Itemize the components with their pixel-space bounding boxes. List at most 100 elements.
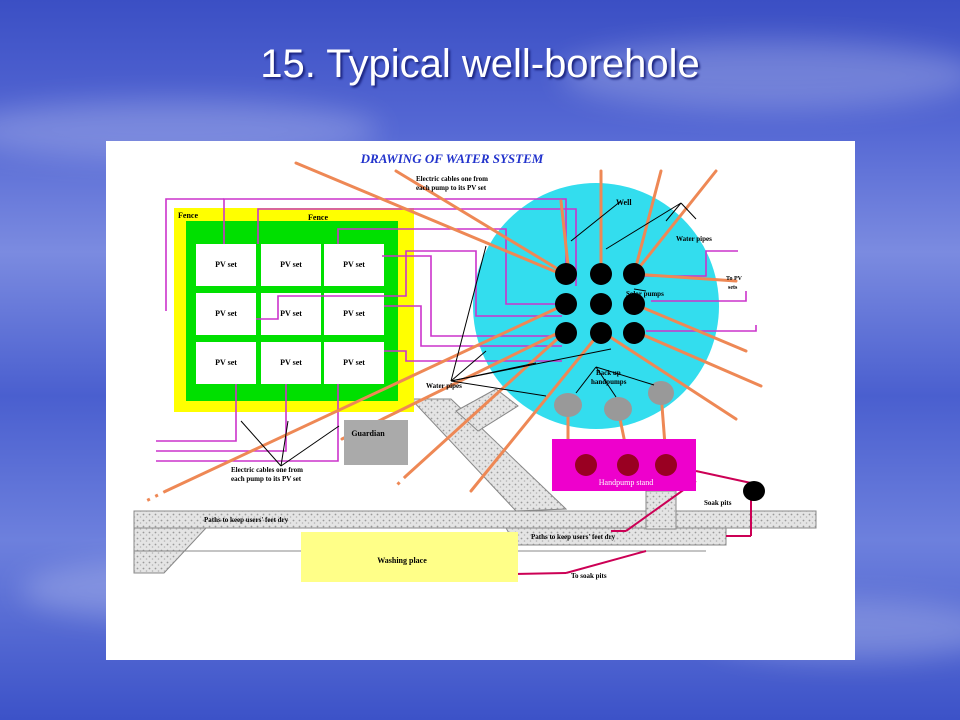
solar-pump <box>623 293 645 315</box>
drain-pipe <box>695 470 752 484</box>
walkway <box>645 490 677 530</box>
background-cloud <box>560 40 960 110</box>
electric-cable <box>646 325 757 332</box>
pv-set-label: PV set <box>343 309 365 318</box>
to-pv-label: sets <box>728 285 738 291</box>
backup-handpumps <box>554 381 674 421</box>
paths-left-label: Paths to keep users' feet dry <box>204 516 289 524</box>
water-pipe <box>632 169 663 276</box>
water-pipe <box>632 272 738 283</box>
backup-handpump <box>604 397 632 421</box>
soak-pits-label: Soak pits <box>704 499 732 507</box>
electric-cable <box>156 384 287 452</box>
water-pipe <box>164 302 568 493</box>
water-pipe <box>294 161 563 276</box>
solar-pump <box>555 263 577 285</box>
annotation-line <box>450 245 487 382</box>
water-pipe <box>394 169 568 276</box>
solar-pump <box>590 263 612 285</box>
guardian-label: Guardian <box>351 429 385 438</box>
to-pv-label: To PV <box>726 276 743 282</box>
pv-set-label: PV set <box>280 260 302 269</box>
annotation-line <box>575 366 597 394</box>
annotation-line <box>570 200 622 242</box>
to-soak-pits-label: To soak pits <box>571 572 607 580</box>
water-pipes-left-label: Water pipes <box>426 382 462 390</box>
handpump <box>575 454 597 476</box>
washing-place <box>301 532 518 582</box>
annotation-line <box>680 202 697 220</box>
electric-cable <box>165 198 224 311</box>
solar-pumps-label: Solar pumps <box>626 290 664 298</box>
cables-top-label: each pump to its PV set <box>416 184 487 192</box>
soak-pit <box>743 481 765 501</box>
pv-set-grid: PV set PV set PV set PV set PV set PV se… <box>196 244 384 384</box>
inner-fence-label: Fence <box>308 213 328 222</box>
annotation-line <box>605 202 682 250</box>
electric-cable <box>384 350 562 362</box>
solar-pump <box>623 322 645 344</box>
pv-set-label: PV set <box>215 309 237 318</box>
pv-set-label: PV set <box>280 358 302 367</box>
electric-cable <box>256 250 562 320</box>
walkway <box>455 388 519 432</box>
pipe-dash <box>145 489 167 503</box>
backup-handpump <box>554 393 582 417</box>
well-label: Well <box>616 198 632 207</box>
solar-pump <box>555 322 577 344</box>
diagram-heading: DRAWING OF WATER SYSTEM <box>360 151 544 166</box>
pv-set <box>196 244 256 286</box>
solar-pump <box>555 293 577 315</box>
pipe-dashes <box>145 474 408 503</box>
annotation-line <box>633 288 647 292</box>
electric-cable <box>337 228 562 305</box>
diagram-canvas: DRAWING OF WATER SYSTEM Fence Fence PV s… <box>133 151 817 582</box>
pv-set <box>261 293 321 335</box>
guardian-house <box>344 420 408 465</box>
electric-cable <box>384 305 562 347</box>
annotation-line <box>450 350 487 382</box>
solar-pumps <box>555 263 645 344</box>
slide-title: 15. Typical well-borehole <box>260 42 700 86</box>
solar-pump <box>590 322 612 344</box>
outer-fence-label: Fence <box>178 211 198 220</box>
backup-handpump <box>648 381 674 405</box>
cables-bottom-label: each pump to its PV set <box>231 475 302 483</box>
pv-set-label: PV set <box>280 309 302 318</box>
paths-right-label: Paths to keep users' feet dry <box>531 533 616 541</box>
annotation-line <box>280 420 289 467</box>
handpump-stand-label: Handpump stand <box>599 478 653 487</box>
solar-pump <box>590 293 612 315</box>
pv-set <box>196 293 256 335</box>
pv-set-label: PV set <box>343 358 365 367</box>
backup-label: handpumps <box>591 378 627 386</box>
water-pipe <box>599 329 738 421</box>
annotation-line <box>450 348 612 382</box>
walkway <box>409 398 568 512</box>
pv-set-label: PV set <box>215 260 237 269</box>
water-system-diagram: DRAWING OF WATER SYSTEM Fence Fence PV s… <box>106 141 855 660</box>
annotation-line <box>595 366 655 386</box>
water-pipe <box>632 169 718 276</box>
pv-set-label: PV set <box>343 260 365 269</box>
pipe-dash <box>394 474 408 488</box>
solar-pump <box>623 263 645 285</box>
annotation-line <box>665 202 682 222</box>
electric-cable <box>257 208 577 286</box>
water-pipe <box>469 329 603 493</box>
electric-cable <box>651 291 747 302</box>
water-pipe <box>404 329 568 478</box>
cables-top-label: Electric cables one from <box>416 175 488 183</box>
pv-set <box>324 244 384 286</box>
annotation-line <box>450 380 547 397</box>
pv-set-label: PV set <box>215 358 237 367</box>
annotation-line <box>240 420 282 467</box>
washing-place-label: Washing place <box>377 556 427 565</box>
water-pipe <box>632 302 748 353</box>
pv-set <box>261 342 321 384</box>
drain-pipe <box>513 572 567 575</box>
water-pipe <box>632 329 763 388</box>
pv-set <box>324 293 384 335</box>
handpump <box>617 454 639 476</box>
pv-set <box>324 342 384 384</box>
